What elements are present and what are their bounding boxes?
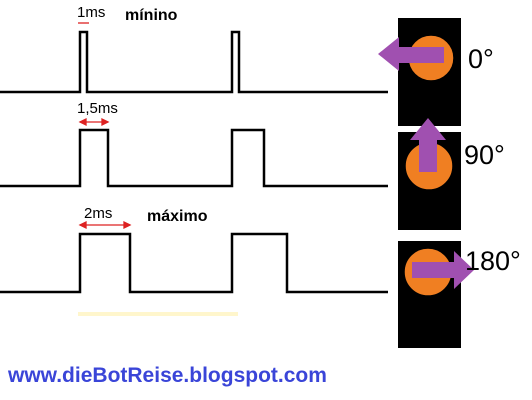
angle-label-min: 0° [468,44,494,74]
pwm-signal-min [0,30,388,94]
duration-marker-mid [78,117,110,127]
servo-max [398,241,474,348]
arrow-up-icon [410,118,446,172]
duration-label-max: 2ms [84,205,113,222]
duration-label-mid: 1,5ms [77,100,118,117]
label-min: mínino [125,7,178,24]
arrow-left-icon [378,37,444,71]
servo-mid [398,118,461,230]
duration-marker-max [78,220,132,230]
arrow-right-icon [412,251,474,289]
angle-label-max: 180° [465,246,521,276]
duration-label-min: 1ms [77,4,106,21]
pwm-signal-max [0,232,388,294]
servo-min [378,18,461,126]
footer-url: www.dieBotReise.blogspot.com [8,364,327,387]
angle-label-mid: 90° [464,140,505,170]
label-max: máximo [147,208,208,225]
pwm-signal-mid [0,128,388,188]
smudge [78,312,238,316]
